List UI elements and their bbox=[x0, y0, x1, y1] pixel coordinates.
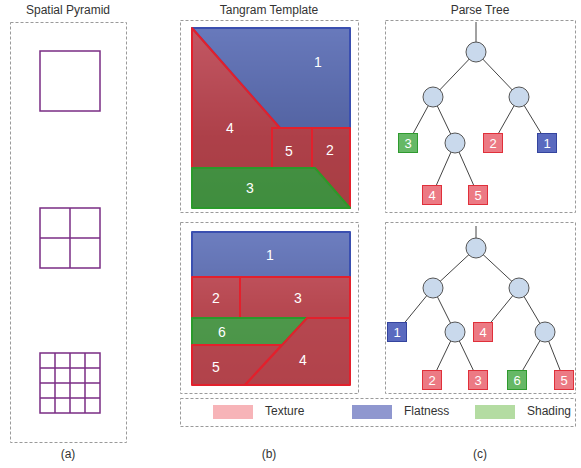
legend-swatch bbox=[475, 405, 515, 419]
leaf-node: 2 bbox=[422, 370, 442, 390]
region-shape bbox=[192, 28, 280, 168]
template-region: 2 bbox=[192, 277, 240, 318]
leaf-node: 4 bbox=[422, 185, 442, 205]
leaf-number: 4 bbox=[428, 189, 435, 202]
legend-swatch bbox=[213, 405, 253, 419]
leaf-number: 5 bbox=[560, 374, 567, 387]
leaf-node: 1 bbox=[387, 322, 407, 342]
leaf-number: 4 bbox=[479, 326, 486, 339]
legend-text: Flatness bbox=[404, 405, 449, 418]
region-number: 1 bbox=[314, 55, 322, 69]
panel-title: Spatial Pyramid bbox=[26, 4, 110, 17]
region-number: 1 bbox=[266, 248, 274, 262]
leaf-node: 5 bbox=[468, 185, 488, 205]
legend-text: Shading bbox=[527, 405, 571, 418]
leaf-number: 1 bbox=[543, 137, 550, 150]
region-number: 3 bbox=[246, 181, 254, 195]
template-region: 3 bbox=[192, 168, 350, 208]
panel-title: Parse Tree bbox=[451, 4, 510, 17]
region-shape bbox=[192, 168, 350, 208]
template-region: 4 bbox=[192, 28, 280, 168]
leaf-number: 2 bbox=[428, 374, 435, 387]
region-shape bbox=[245, 318, 350, 385]
legend-swatch bbox=[352, 405, 392, 419]
leaf-number: 5 bbox=[474, 189, 481, 202]
region-number: 3 bbox=[294, 291, 302, 305]
leaf-node: 4 bbox=[473, 322, 493, 342]
region-number: 6 bbox=[218, 325, 226, 339]
panel-tag: (b) bbox=[262, 448, 277, 461]
legend-text: Texture bbox=[265, 405, 304, 418]
panel-title: Tangram Template bbox=[220, 4, 319, 17]
template-region: 3 bbox=[240, 277, 350, 318]
region-number: 2 bbox=[212, 291, 220, 305]
template-region: 5 bbox=[272, 128, 312, 168]
leaf-number: 6 bbox=[513, 374, 520, 387]
panel-tag: (c) bbox=[473, 448, 487, 461]
leaf-number: 1 bbox=[393, 326, 400, 339]
region-number: 2 bbox=[326, 143, 334, 157]
leaf-node: 5 bbox=[554, 370, 574, 390]
leaf-node: 3 bbox=[468, 370, 488, 390]
leaf-number: 3 bbox=[404, 137, 411, 150]
template-region: 4 bbox=[245, 318, 350, 385]
template-region: 1 bbox=[192, 232, 350, 277]
leaf-node: 2 bbox=[483, 133, 503, 153]
leaf-number: 2 bbox=[489, 137, 496, 150]
leaf-node: 3 bbox=[398, 133, 418, 153]
region-number: 4 bbox=[226, 121, 234, 135]
leaf-node: 6 bbox=[507, 370, 527, 390]
panel-tag: (a) bbox=[61, 448, 76, 461]
leaf-number: 3 bbox=[474, 374, 481, 387]
region-number: 4 bbox=[299, 353, 307, 367]
region-number: 5 bbox=[212, 360, 220, 374]
leaf-node: 1 bbox=[537, 133, 557, 153]
region-number: 5 bbox=[285, 144, 293, 158]
